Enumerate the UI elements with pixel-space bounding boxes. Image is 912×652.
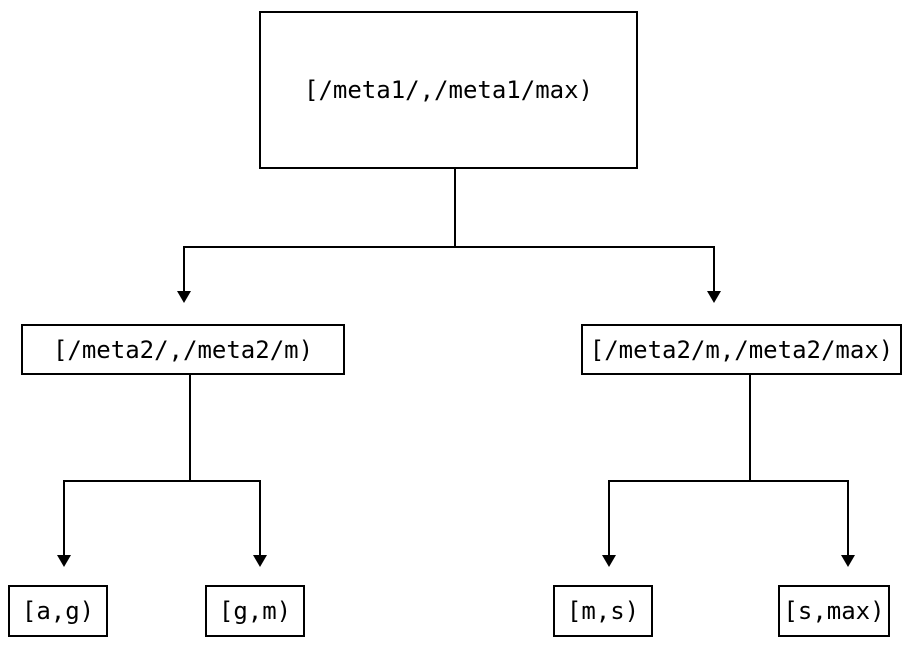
- tree-node-mid-left[interactable]: [/meta2/,/meta2/m): [21, 324, 345, 375]
- arrowhead-to-leaf-gm-icon: [253, 555, 267, 567]
- tree-node-leaf-s-max[interactable]: [s,max): [778, 585, 890, 637]
- tree-node-leaf-m-s-label: [m,s): [566, 597, 640, 625]
- tree-node-leaf-m-s[interactable]: [m,s): [553, 585, 653, 637]
- arrowhead-to-leaf-ms-icon: [602, 555, 616, 567]
- tree-node-root-label: [/meta1/,/meta1/max): [304, 76, 593, 104]
- tree-node-leaf-g-m[interactable]: [g,m): [205, 585, 305, 637]
- edge-root-crossbar: [183, 246, 715, 248]
- edge-mid-left-crossbar: [63, 480, 261, 482]
- edge-mid-left-stem: [189, 375, 191, 482]
- tree-node-root[interactable]: [/meta1/,/meta1/max): [259, 11, 638, 169]
- tree-node-leaf-g-m-label: [g,m): [218, 597, 292, 625]
- tree-node-leaf-a-g[interactable]: [a,g): [8, 585, 108, 637]
- edge-root-to-mid-left-drop: [183, 246, 185, 292]
- edge-mid-right-crossbar: [608, 480, 849, 482]
- edge-mid-left-to-leaf-gm-drop: [259, 480, 261, 556]
- tree-node-mid-left-label: [/meta2/,/meta2/m): [52, 335, 314, 364]
- edge-mid-right-to-leaf-smax-drop: [847, 480, 849, 556]
- tree-node-leaf-s-max-label: [s,max): [783, 597, 885, 625]
- arrowhead-to-leaf-ag-icon: [57, 555, 71, 567]
- edge-root-to-mid-right-drop: [713, 246, 715, 292]
- tree-node-mid-right-label: [/meta2/m,/meta2/max): [589, 335, 894, 364]
- arrowhead-to-leaf-smax-icon: [841, 555, 855, 567]
- arrowhead-to-mid-right-icon: [707, 291, 721, 303]
- edge-mid-right-to-leaf-ms-drop: [608, 480, 610, 556]
- edge-mid-left-to-leaf-ag-drop: [63, 480, 65, 556]
- edge-root-stem: [454, 169, 456, 248]
- tree-node-mid-right[interactable]: [/meta2/m,/meta2/max): [581, 324, 902, 375]
- tree-node-leaf-a-g-label: [a,g): [21, 597, 95, 625]
- arrowhead-to-mid-left-icon: [177, 291, 191, 303]
- edge-mid-right-stem: [749, 375, 751, 482]
